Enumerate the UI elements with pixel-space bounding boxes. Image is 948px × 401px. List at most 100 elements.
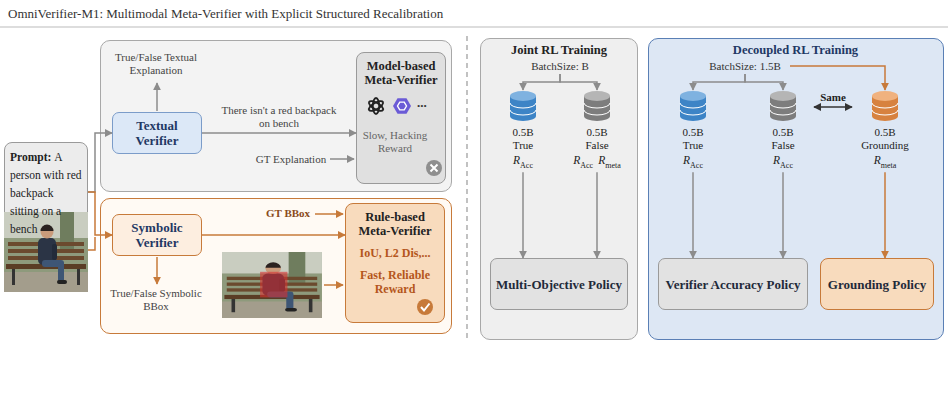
edge-label: Same <box>820 91 846 104</box>
database-icon <box>584 103 610 115</box>
connector-arrow <box>693 74 745 90</box>
text-slot: Decoupled RL Training <box>649 43 942 57</box>
text-slot: Rule-based Meta-Verifier <box>348 210 442 238</box>
openai-logo <box>367 99 384 113</box>
qwen-logo <box>393 98 411 114</box>
image-input-line <box>88 237 95 250</box>
connector-arrow <box>202 132 356 134</box>
pass-icon <box>421 304 430 311</box>
text-slot: Joint RL Training <box>481 43 637 57</box>
reward-row: Rmeta <box>874 152 897 172</box>
node-label: BatchSize: 1.5B <box>709 60 781 73</box>
node-label: Grounding Policy <box>828 277 926 292</box>
database-icon <box>584 96 610 121</box>
bbox-photo <box>260 272 287 298</box>
database-icon <box>510 103 536 115</box>
database-icon <box>770 91 796 121</box>
text-slot: True/False Symbolic BBox <box>106 287 206 313</box>
data-bucket: 0.5BGroundingRmeta <box>852 90 918 172</box>
database-icon <box>510 91 536 101</box>
bucket-size: 0.5B <box>586 126 607 139</box>
connector-arrow <box>522 172 524 258</box>
database-icon <box>872 103 898 115</box>
qwen-logo <box>398 102 407 110</box>
node-label: Verifier Accuracy Policy <box>665 277 800 292</box>
database-icon <box>680 91 706 121</box>
prompt-heading: Prompt: <box>10 151 51 163</box>
bucket-kind: True <box>683 139 703 152</box>
reward-subscript: Acc <box>580 161 593 170</box>
rule-meta-verifier-box: Rule-based Meta-VerifierIoU, L2 Dis,... F… <box>345 203 445 323</box>
reward-symbol: R <box>874 154 881 166</box>
fail-icon <box>426 160 442 176</box>
node-label: BatchSize: B <box>531 60 589 73</box>
output-arrow <box>156 83 158 111</box>
database-icon <box>510 91 536 121</box>
text-slot: Model-based Meta-Verifier <box>359 59 443 87</box>
policy-box: Grounding Policy <box>820 258 934 310</box>
connector-arrow <box>790 66 885 90</box>
connector-arrow <box>596 172 598 258</box>
fail-icon <box>431 165 438 172</box>
text-slot: ... <box>417 95 439 110</box>
reward-subscript: Acc <box>780 161 793 170</box>
node-label: Textual Verifier <box>115 118 199 148</box>
database-icon <box>872 91 898 101</box>
prompt-box: Prompt:A person with red backpack sittin… <box>4 142 88 242</box>
database-icon <box>584 91 610 121</box>
connector-arrow <box>88 192 112 235</box>
node-label: GT BBox <box>258 207 318 220</box>
header-rule <box>0 27 948 28</box>
fail-icon <box>426 160 442 176</box>
bbox-arrow <box>324 284 343 286</box>
running-header: OmniVerifier-M1: Multimodal Meta-Verifie… <box>8 6 908 21</box>
connector-arrow <box>202 234 345 236</box>
node-heading: Model-based Meta-Verifier <box>359 59 443 87</box>
text-slot: GT Explanation <box>246 153 336 166</box>
connector-arrow <box>814 106 852 108</box>
bucket-size: 0.5B <box>682 126 703 139</box>
output-arrow <box>156 257 158 284</box>
text-slot: True/False Textual Explanation <box>106 51 206 77</box>
reward-subscript: meta <box>881 161 897 170</box>
reward-row: RAcc <box>513 152 533 172</box>
pass-icon <box>417 299 433 315</box>
section-divider <box>466 36 467 338</box>
data-bucket: 0.5BTrueRAcc <box>493 90 553 172</box>
header-slot: OmniVerifier-M1: Multimodal Meta-Verifie… <box>8 6 908 21</box>
text-slot: IoU, L2 Dis,... <box>348 246 442 260</box>
qwen-logo <box>393 98 411 114</box>
reward-subscript: Acc <box>520 161 533 170</box>
data-bucket: 0.5BFalseRAcc <box>752 90 814 172</box>
bucket-size: 0.5B <box>512 126 533 139</box>
edge-label: There isn't a red backpack on bench <box>220 104 338 130</box>
database-icon <box>872 96 898 121</box>
reward-row: RAcc <box>683 152 703 172</box>
connector-arrow <box>884 172 886 258</box>
database-icon <box>584 91 610 101</box>
data-bucket: 0.5BFalseRAccRmeta <box>566 90 628 172</box>
database-icon <box>770 91 796 101</box>
database-icon <box>770 96 796 121</box>
reward-symbol: R <box>598 154 605 166</box>
symbolic-verifier-box: Symbolic Verifier <box>112 214 202 256</box>
reward-symbol: R <box>573 154 580 166</box>
bucket-kind: True <box>513 139 533 152</box>
connector-arrow <box>560 74 597 90</box>
node-label: Fast, Reliable Reward <box>349 268 441 296</box>
reward-symbol: R <box>773 154 780 166</box>
reward-subscript: Acc <box>690 161 703 170</box>
gt-arrow <box>330 158 354 160</box>
reward-symbol: R <box>513 154 520 166</box>
node-heading: Rule-based Meta-Verifier <box>348 210 442 238</box>
node-label: Symbolic Verifier <box>115 220 199 250</box>
connector-arrow <box>88 133 112 192</box>
database-icon <box>680 91 706 101</box>
batch-size-label: BatchSize: B <box>520 58 600 74</box>
reward-symbol: R <box>683 154 690 166</box>
node-label: Multi-Objective Policy <box>496 277 622 292</box>
bucket-kind: False <box>585 139 608 152</box>
bucket-size: 0.5B <box>874 126 895 139</box>
bbox-photo <box>222 252 322 318</box>
